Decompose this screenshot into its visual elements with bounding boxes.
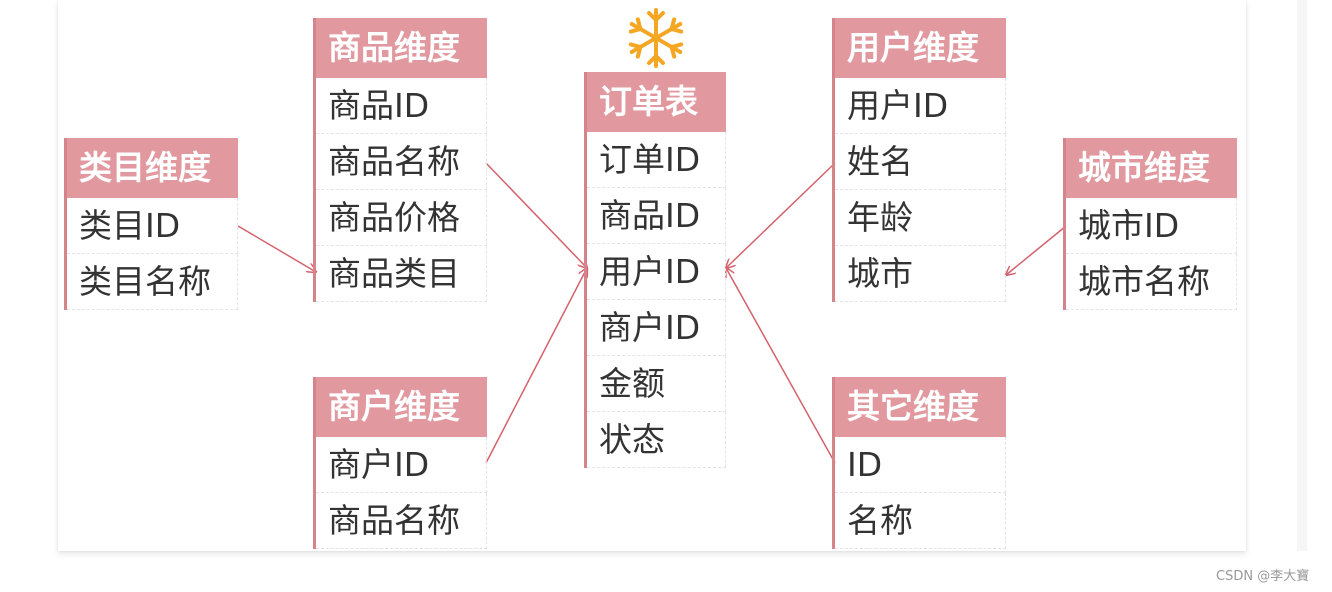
table-product-dimension: 商品维度 商品ID 商品名称 商品价格 商品类目 bbox=[313, 18, 487, 302]
table-header: 商品维度 bbox=[316, 18, 487, 78]
table-field: 类目名称 bbox=[67, 254, 238, 310]
table-field: 类目ID bbox=[67, 198, 238, 254]
table-other-dimension: 其它维度 ID 名称 bbox=[832, 377, 1006, 549]
table-field: 年龄 bbox=[835, 190, 1006, 246]
table-field: 用户ID bbox=[587, 244, 726, 300]
table-field: 状态 bbox=[587, 412, 726, 468]
table-field: 商户ID bbox=[587, 300, 726, 356]
table-field: 商品ID bbox=[316, 78, 487, 134]
table-city-dimension: 城市维度 城市ID 城市名称 bbox=[1063, 138, 1237, 310]
table-category-dimension: 类目维度 类目ID 类目名称 bbox=[64, 138, 238, 310]
table-field: 订单ID bbox=[587, 132, 726, 188]
table-header: 城市维度 bbox=[1066, 138, 1237, 198]
table-field: 姓名 bbox=[835, 134, 1006, 190]
table-field: 城市 bbox=[835, 246, 1006, 302]
table-field: 金额 bbox=[587, 356, 726, 412]
table-field: 商品名称 bbox=[316, 134, 487, 190]
table-field: ID bbox=[835, 437, 1006, 493]
table-field: 城市名称 bbox=[1066, 254, 1237, 310]
table-header: 商户维度 bbox=[316, 377, 487, 437]
table-field: 用户ID bbox=[835, 78, 1006, 134]
table-header: 订单表 bbox=[587, 72, 726, 132]
table-header: 其它维度 bbox=[835, 377, 1006, 437]
table-user-dimension: 用户维度 用户ID 姓名 年龄 城市 bbox=[832, 18, 1006, 302]
table-field: 商品名称 bbox=[316, 493, 487, 549]
table-field: 商品价格 bbox=[316, 190, 487, 246]
table-field: 名称 bbox=[835, 493, 1006, 549]
scroll-gutter bbox=[1297, 0, 1307, 551]
table-field: 商品ID bbox=[587, 188, 726, 244]
table-merchant-dimension: 商户维度 商户ID 商品名称 bbox=[313, 377, 487, 549]
snowflake-icon bbox=[628, 8, 684, 68]
csdn-watermark: CSDN @李大寶 bbox=[1216, 569, 1310, 584]
table-header: 类目维度 bbox=[67, 138, 238, 198]
table-field: 商品类目 bbox=[316, 246, 487, 302]
table-field: 商户ID bbox=[316, 437, 487, 493]
table-header: 用户维度 bbox=[835, 18, 1006, 78]
table-field: 城市ID bbox=[1066, 198, 1237, 254]
table-order-fact: 订单表 订单ID 商品ID 用户ID 商户ID 金额 状态 bbox=[584, 72, 726, 468]
